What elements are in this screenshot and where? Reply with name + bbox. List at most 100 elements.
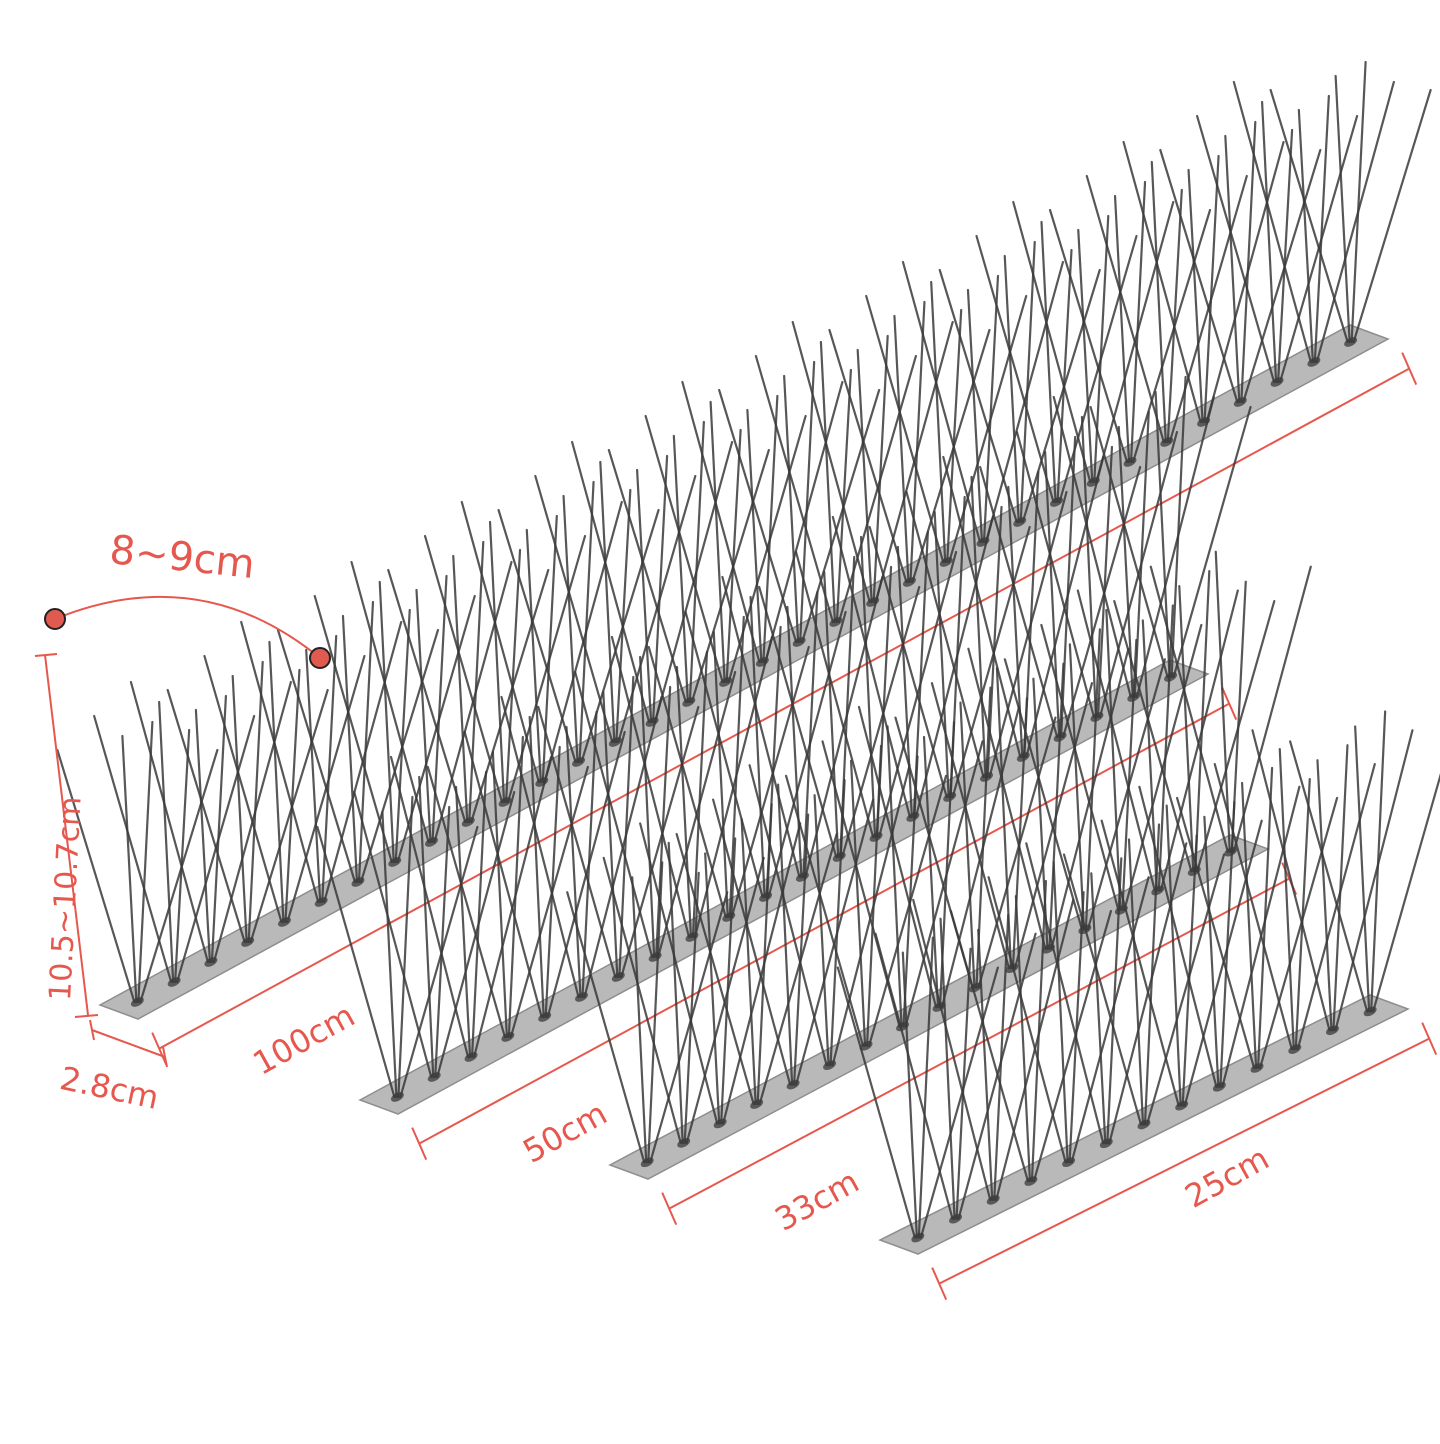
spike-wire: [56, 748, 136, 1004]
spike-wire: [1138, 785, 1218, 1088]
spike-wire: [158, 700, 175, 984]
length-dimension-line: [938, 1037, 1430, 1285]
spike-wire: [470, 568, 550, 824]
spike-wire: [791, 320, 871, 604]
spike-wire: [240, 620, 320, 904]
spike-wire: [758, 832, 838, 1106]
spike-wire: [1350, 60, 1367, 344]
dimension-tick: [162, 1046, 168, 1068]
spike-wire: [868, 525, 948, 799]
spike-wire: [1145, 853, 1226, 1126]
spike-wire: [631, 876, 648, 1164]
spike-wire: [1052, 861, 1069, 1164]
spike-wire: [1030, 879, 1048, 1183]
dimension-tick: [1421, 1022, 1438, 1056]
spike-wire: [121, 734, 138, 1004]
spike-wire: [905, 490, 985, 779]
spike-wire: [1260, 100, 1278, 384]
spike-wire: [740, 817, 757, 1106]
spike-wire: [1052, 395, 1132, 699]
spike-wire: [381, 810, 398, 1099]
spike-wire: [1352, 88, 1432, 344]
spike-wire: [268, 640, 285, 924]
spike-wire: [691, 650, 709, 939]
length-dimension-line: [158, 367, 1410, 1050]
spike-wire: [426, 765, 506, 1039]
spike-wire: [1334, 729, 1414, 1032]
spike-wire: [454, 785, 472, 1059]
spike-wire: [1100, 819, 1180, 1107]
spike-wire: [1089, 405, 1169, 679]
spike-wire: [1175, 796, 1256, 1070]
spike-wire: [470, 770, 488, 1059]
spike-wire: [647, 861, 664, 1164]
spike-wire: [1122, 140, 1202, 424]
spread-arc: [54, 595, 321, 659]
dimension-tick: [74, 1014, 99, 1018]
spike-wire: [1240, 120, 1257, 404]
spike-wire: [966, 288, 984, 544]
height-dimension-line: [44, 654, 89, 1016]
spike-wire: [1187, 168, 1204, 424]
spike-wire: [341, 614, 359, 884]
spike-wire: [541, 514, 558, 784]
spike-wire: [1194, 570, 1211, 873]
spike-wire: [748, 764, 828, 1067]
spike-wire: [537, 705, 617, 979]
spike-wire: [525, 528, 542, 784]
spike-wire: [574, 670, 654, 959]
spike-wire: [1015, 430, 1096, 719]
spike-wire: [1106, 857, 1123, 1145]
spike-wire: [1012, 200, 1092, 484]
spike-wire: [865, 744, 883, 1047]
spike-wire: [463, 730, 543, 1019]
spike-wire: [1315, 80, 1395, 364]
spike-wire: [1150, 160, 1167, 444]
spike-wire: [359, 628, 440, 884]
spike-wire: [977, 716, 1057, 989]
spike-wire: [1372, 773, 1440, 1013]
spike-wire: [783, 374, 800, 644]
spike-wire: [1105, 608, 1122, 912]
spike-wire: [675, 665, 693, 939]
spike-wire: [823, 570, 840, 859]
spike-wire: [394, 608, 411, 864]
spike-wire: [1159, 148, 1239, 404]
spike-wire: [1019, 240, 1036, 524]
spike-wire: [712, 630, 729, 919]
spike-wire: [610, 635, 691, 939]
spike-wire: [681, 380, 761, 664]
spike-wire: [1086, 658, 1166, 931]
spike-wire: [859, 535, 877, 839]
spike-wire: [93, 714, 173, 984]
spike-wire: [434, 805, 451, 1079]
spike-wire: [1143, 823, 1161, 1126]
spike-wire: [1032, 909, 1113, 1183]
spike-wire: [1370, 710, 1387, 1013]
spike-wire: [350, 560, 430, 844]
dimension-tick: [89, 1019, 95, 1041]
spike-wire: [1025, 842, 1105, 1145]
spike-wire: [566, 891, 646, 1164]
spike-wire: [1048, 662, 1065, 950]
spike-wire: [704, 852, 721, 1125]
spike-wire: [979, 465, 1059, 739]
spike-wire: [1121, 638, 1138, 912]
spike-wire: [1178, 585, 1195, 873]
spike-wire: [959, 701, 976, 989]
dimension-tick: [151, 1032, 168, 1066]
spike-wire: [1080, 415, 1098, 719]
spike-wire: [1242, 148, 1322, 404]
spike-wire: [1068, 643, 1085, 931]
dimension-tick: [661, 1192, 678, 1226]
spike-wire: [1090, 872, 1107, 1145]
spike-wire: [174, 728, 191, 984]
spike-wire: [129, 680, 210, 964]
spike-wire: [418, 775, 435, 1079]
spike-wire: [1278, 748, 1295, 1051]
spike-wire: [194, 708, 212, 964]
spike-wire: [1203, 154, 1220, 424]
spike-wire: [1131, 208, 1212, 464]
spike-wire: [1093, 214, 1110, 484]
